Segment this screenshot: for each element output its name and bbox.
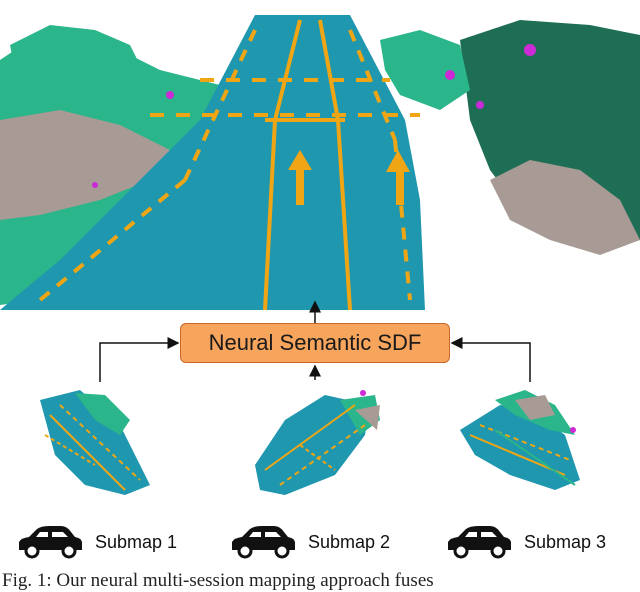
- figure-caption: Fig. 1: Our neural multi-session mapping…: [2, 570, 434, 591]
- submap-3-legend: Submap 3: [444, 522, 606, 562]
- left-terrain: [0, 110, 170, 220]
- neural-semantic-sdf-node: Neural Semantic SDF: [180, 323, 450, 363]
- flow-arrows: [99, 300, 531, 382]
- car-icon: [19, 526, 82, 559]
- submap-2-mesh: [255, 390, 380, 495]
- submap-3-label: Submap 3: [524, 531, 607, 552]
- submap-2-legend: Submap 2: [228, 522, 390, 562]
- lane-markings: [38, 19, 420, 310]
- road-surface: [0, 15, 425, 310]
- right-terrain: [490, 160, 640, 255]
- arrow-submap3-to-node: [450, 337, 531, 382]
- arrow-submap1-to-node: [99, 337, 180, 382]
- road-arrow-turn: [386, 150, 410, 205]
- submap-1-legend: Submap 1: [15, 522, 177, 562]
- submap-1-label: Submap 1: [95, 531, 178, 552]
- car-icon: [232, 526, 295, 559]
- right-mid-vegetation: [380, 30, 470, 110]
- pole-sign-points: [92, 44, 536, 188]
- car-icon: [448, 526, 511, 559]
- left-vegetation-top: [10, 25, 140, 80]
- submap-3-mesh: [460, 390, 580, 490]
- road-arrow-straight: [288, 150, 312, 205]
- reconstructed-road-mesh: [0, 15, 640, 310]
- submap-2-label: Submap 2: [308, 531, 391, 552]
- submap-1-mesh: [40, 390, 150, 495]
